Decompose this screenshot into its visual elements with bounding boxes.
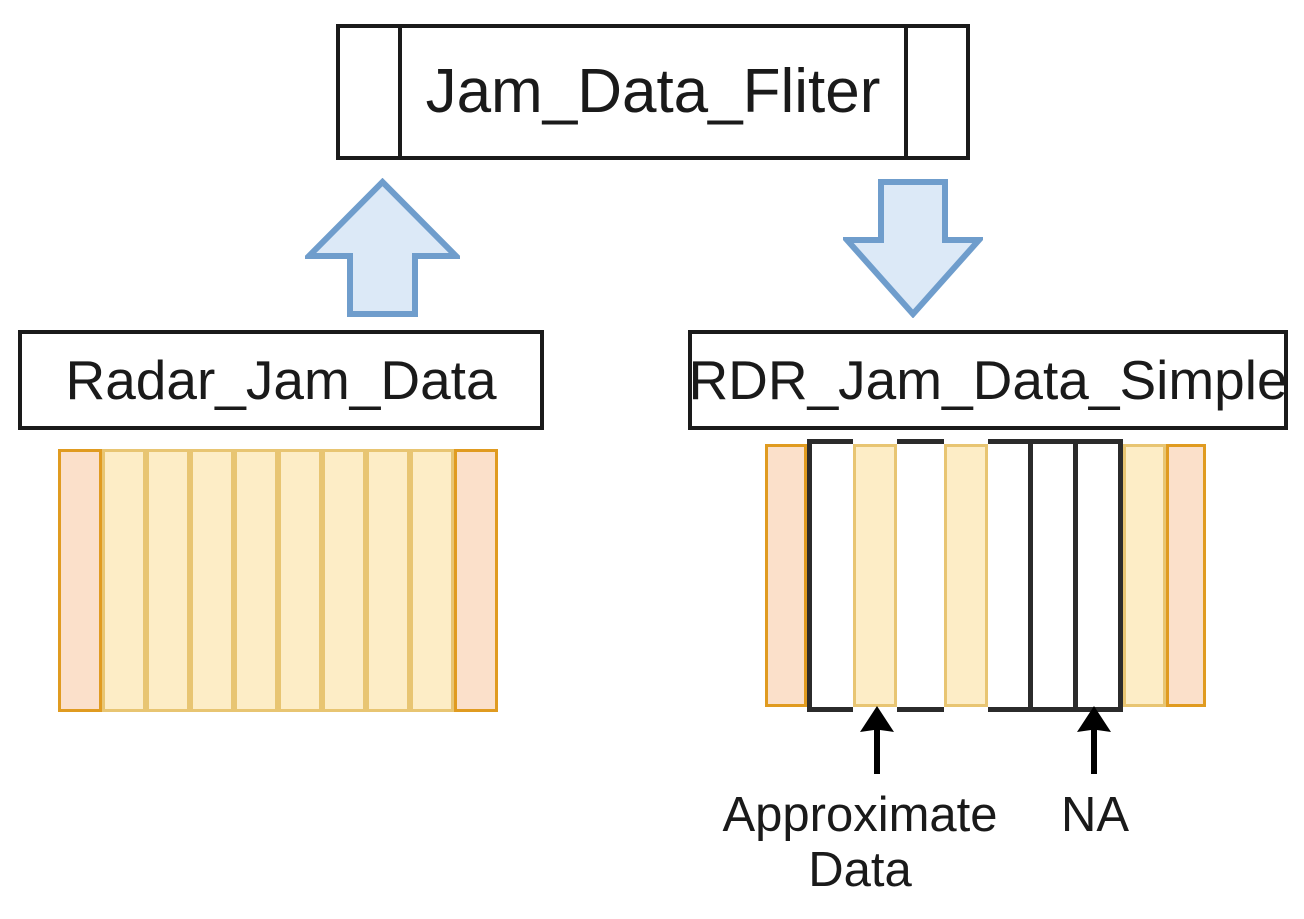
data-stripe xyxy=(454,449,498,712)
filter-node-box[interactable]: Jam_Data_Fliter xyxy=(336,24,970,160)
data-stripe xyxy=(190,449,234,712)
approximate-data-pointer-icon xyxy=(860,706,894,774)
approximate-data-label: Approximate Data xyxy=(722,788,998,897)
data-stripe xyxy=(234,449,278,712)
na-label: NA xyxy=(1060,788,1130,842)
result-node-label: RDR_Jam_Data_Simple xyxy=(688,348,1288,411)
data-stripe xyxy=(102,449,146,712)
filter-box-left-divider xyxy=(398,24,402,160)
data-stripe xyxy=(1166,444,1206,707)
data-stripe xyxy=(1123,444,1166,707)
data-stripe xyxy=(765,444,807,707)
source-node-label: Radar_Jam_Data xyxy=(65,348,497,411)
data-stripe xyxy=(1033,439,1078,712)
data-stripe xyxy=(366,449,410,712)
filter-node-label: Jam_Data_Fliter xyxy=(425,57,881,126)
down-arrow-icon xyxy=(843,179,983,318)
data-stripe xyxy=(807,439,853,712)
filter-box-right-divider xyxy=(904,24,908,160)
na-pointer-icon xyxy=(1077,706,1111,774)
data-stripe xyxy=(58,449,102,712)
data-stripe xyxy=(322,449,366,712)
data-stripe xyxy=(853,444,897,707)
data-stripe xyxy=(944,444,988,707)
data-stripe xyxy=(1078,439,1123,712)
data-stripe xyxy=(146,449,190,712)
result-node-box[interactable]: RDR_Jam_Data_Simple xyxy=(688,330,1288,430)
data-stripe xyxy=(897,439,944,712)
data-stripe xyxy=(988,439,1033,712)
source-data-stripes xyxy=(58,449,498,712)
up-arrow-icon xyxy=(305,178,460,317)
result-data-stripes xyxy=(765,439,1206,712)
source-node-box[interactable]: Radar_Jam_Data xyxy=(18,330,544,430)
data-stripe xyxy=(278,449,322,712)
data-stripe xyxy=(410,449,454,712)
